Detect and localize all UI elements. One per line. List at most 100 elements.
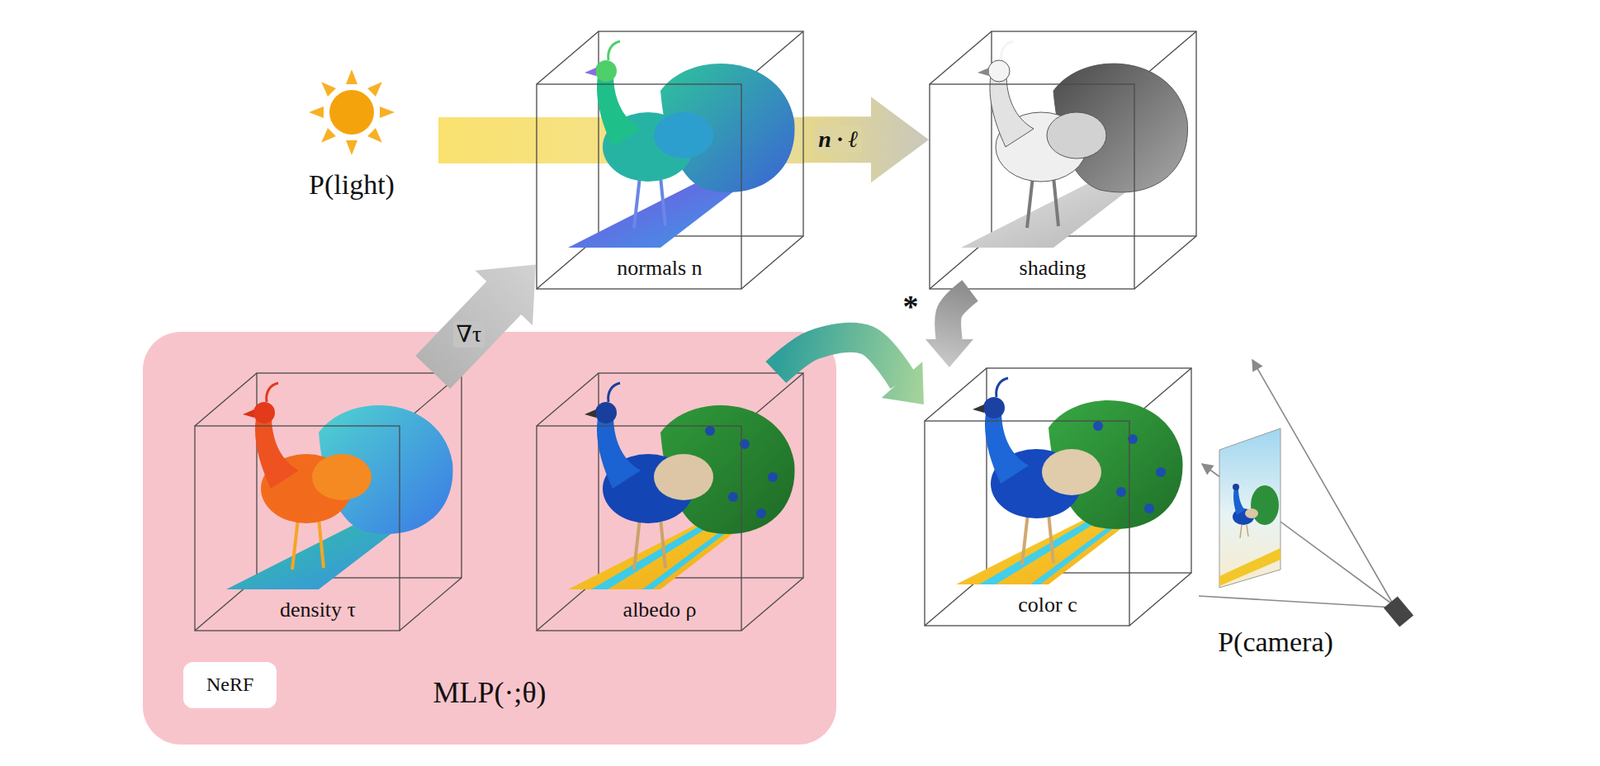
image-plane: [1219, 428, 1281, 588]
arrow-shaft: [804, 116, 873, 163]
sun-ray: [367, 127, 387, 147]
beak: [584, 409, 597, 418]
image-leg: [1240, 525, 1242, 539]
volume-illustration: [194, 372, 463, 633]
image-tail: [1250, 485, 1279, 526]
tag-text: NeRF: [206, 673, 254, 697]
sun-ray: [345, 69, 358, 85]
wing: [653, 454, 714, 501]
shading-volume: shading: [928, 30, 1198, 291]
density-volume: density τ: [194, 372, 463, 633]
volume-label: color c: [1017, 592, 1077, 618]
cube-edge: [1129, 572, 1192, 626]
arrow-head: [871, 96, 929, 183]
albedo-volume: albedo ρ: [535, 372, 805, 633]
peacock: [956, 378, 1184, 585]
beak: [972, 404, 985, 413]
cube-edge: [536, 31, 599, 85]
arrow-head: [925, 339, 974, 368]
sun-ray: [379, 106, 395, 119]
sun-icon: [308, 69, 395, 156]
sun-disc: [329, 89, 374, 135]
cube-edge: [924, 368, 987, 422]
head: [988, 60, 1010, 82]
cube-edge: [194, 373, 257, 427]
cube-edge: [1134, 236, 1197, 289]
peacock: [568, 41, 796, 248]
beak: [977, 67, 990, 76]
label-slot: color c: [1017, 592, 1077, 618]
camera-label: P(camera): [1217, 625, 1334, 658]
sun-ray: [317, 77, 337, 97]
flow-arrow: [804, 96, 929, 183]
sun-ray: [317, 127, 337, 147]
image-wing: [1244, 508, 1259, 519]
label-slot: n · ℓ: [814, 126, 862, 153]
label-slot: *: [903, 288, 919, 326]
cube-edge: [536, 373, 599, 427]
leg: [634, 518, 640, 570]
volume-illustration: [928, 30, 1198, 291]
label-slot: MLP(·;θ): [432, 676, 546, 711]
wing: [1046, 112, 1107, 159]
neck: [255, 416, 299, 489]
camera-ray: [1198, 596, 1394, 608]
sun-ray: [308, 106, 324, 119]
normals-volume: normals n: [535, 30, 805, 291]
cube-edge: [399, 577, 462, 631]
leg: [660, 518, 666, 569]
product-symbol: *: [903, 288, 919, 326]
peacock: [568, 383, 796, 590]
label-slot: P(light): [308, 168, 395, 201]
neck: [984, 411, 1029, 484]
cube-edge: [741, 577, 804, 631]
leg: [292, 518, 299, 570]
arrow-shaft: [432, 297, 505, 373]
tail-eye: [767, 472, 778, 483]
color-volume: color c: [923, 367, 1193, 628]
image-leg: [1246, 525, 1249, 537]
edge-label: n · ℓ: [814, 126, 862, 153]
crest: [266, 383, 279, 403]
volume-label: normals n: [616, 255, 702, 281]
cube-front: [194, 426, 400, 631]
tail-eye: [1093, 421, 1103, 431]
head: [595, 402, 617, 424]
nerf-panel: density τ albedo ρ NeRF MLP(·;θ): [142, 331, 837, 745]
cube-front: [929, 84, 1135, 289]
beak: [584, 67, 597, 76]
neck: [596, 74, 641, 147]
head: [595, 60, 617, 82]
image-ground: [1219, 548, 1281, 587]
tail-eye: [1144, 503, 1155, 514]
cube-edge: [741, 236, 804, 289]
crest: [608, 383, 621, 403]
flow-arrow: [776, 337, 924, 405]
leg: [1053, 176, 1059, 227]
wing: [653, 112, 714, 159]
cube-front: [924, 421, 1130, 626]
neck: [596, 416, 641, 489]
light-label: P(light): [308, 168, 395, 201]
label-slot: albedo ρ: [623, 597, 697, 623]
edge-label: ∇τ: [453, 321, 486, 348]
neck: [989, 74, 1034, 147]
leg: [634, 176, 640, 228]
tail-eye: [756, 508, 767, 519]
tail-eye: [705, 426, 715, 436]
leg: [660, 176, 666, 227]
leg: [318, 518, 324, 569]
sun-ray: [345, 140, 358, 156]
volume-label: shading: [1019, 255, 1087, 281]
arrow-head: [475, 265, 536, 327]
leg: [1048, 513, 1054, 564]
wing: [1041, 449, 1102, 496]
flow-arrow: [925, 290, 974, 368]
crest: [1001, 41, 1014, 61]
flow-arrow: [432, 265, 536, 374]
label-slot: ∇τ: [453, 321, 486, 348]
image-head: [1232, 483, 1240, 491]
nerf-tag: NeRF: [183, 662, 277, 709]
